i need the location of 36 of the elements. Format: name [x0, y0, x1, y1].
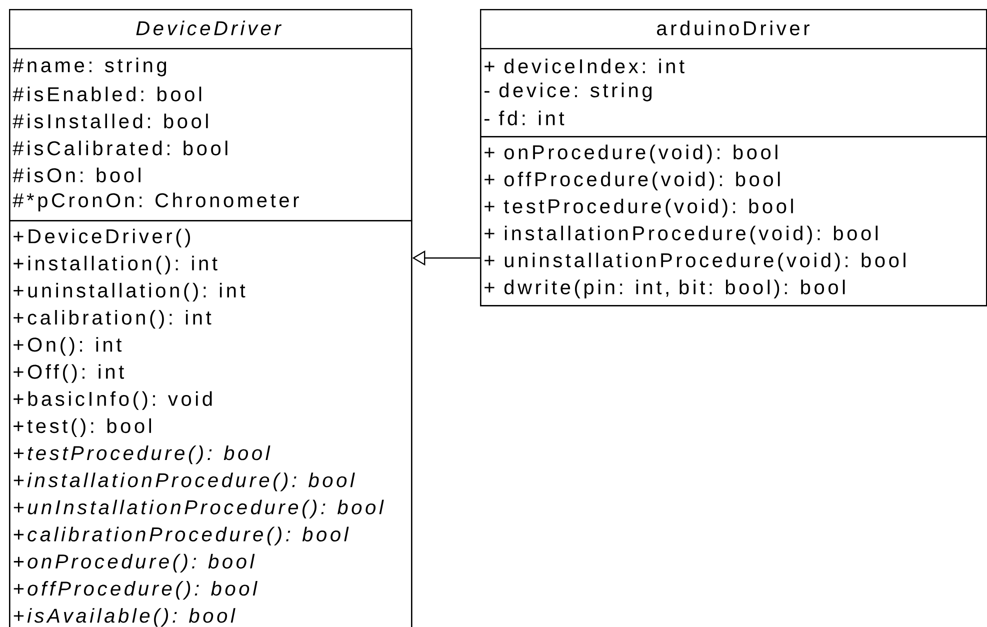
method-text: +unInstallationProcedure(): bool — [14, 500, 384, 518]
method-text: +uninstallation(): int — [14, 282, 246, 302]
attribute-text: #isCalibrated: bool — [12, 140, 228, 156]
class-name: arduinoDriver — [657, 20, 810, 36]
method-text: +isAvailable(): bool — [14, 608, 236, 627]
method-text: +installationProcedure(): bool — [14, 472, 355, 492]
attribute-text: #isEnabled: bool — [12, 86, 202, 102]
method-text: +On(): int — [14, 337, 122, 356]
method-text: + dwrite(pin: int, bit: bool): bool — [484, 280, 845, 298]
method-text: + offProcedure(void): bool — [484, 172, 780, 190]
method-text: +calibration(): int — [14, 310, 212, 329]
attribute-text: + deviceIndex: int — [484, 58, 684, 74]
class-name: DeviceDriver — [136, 20, 282, 36]
attribute-text: #isOn: bool — [12, 168, 140, 182]
method-text: +onProcedure(): bool — [14, 554, 255, 573]
attribute-text: #name: string — [12, 58, 166, 76]
method-text: + testProcedure(void): bool — [484, 198, 793, 218]
attribute-text: - device: string — [484, 82, 652, 102]
method-text: +offProcedure(): bool — [14, 581, 258, 600]
method-text: +test(): bool — [14, 418, 151, 438]
method-text: +calibrationProcedure(): bool — [14, 526, 349, 546]
method-compartment — [480, 136, 987, 306]
method-compartment — [9, 220, 412, 627]
attribute-compartment — [9, 48, 412, 222]
attribute-compartment — [480, 48, 987, 138]
method-text: +installation(): int — [14, 256, 218, 274]
method-text: +testProcedure(): bool — [14, 446, 270, 464]
method-text: + installationProcedure(void): bool — [484, 226, 878, 244]
method-text: +basicInfo(): void — [14, 391, 212, 410]
attribute-text: - fd: int — [484, 110, 564, 126]
attribute-text: #*pCronOn: Chronometer — [12, 192, 299, 212]
method-text: + uninstallationProcedure(void): bool — [484, 252, 906, 272]
method-text: + onProcedure(void): bool — [484, 144, 778, 164]
method-text: +Off(): int — [14, 364, 124, 383]
attribute-text: #isInstalled: bool — [12, 114, 208, 128]
method-text: +DeviceDriver() — [14, 228, 190, 248]
